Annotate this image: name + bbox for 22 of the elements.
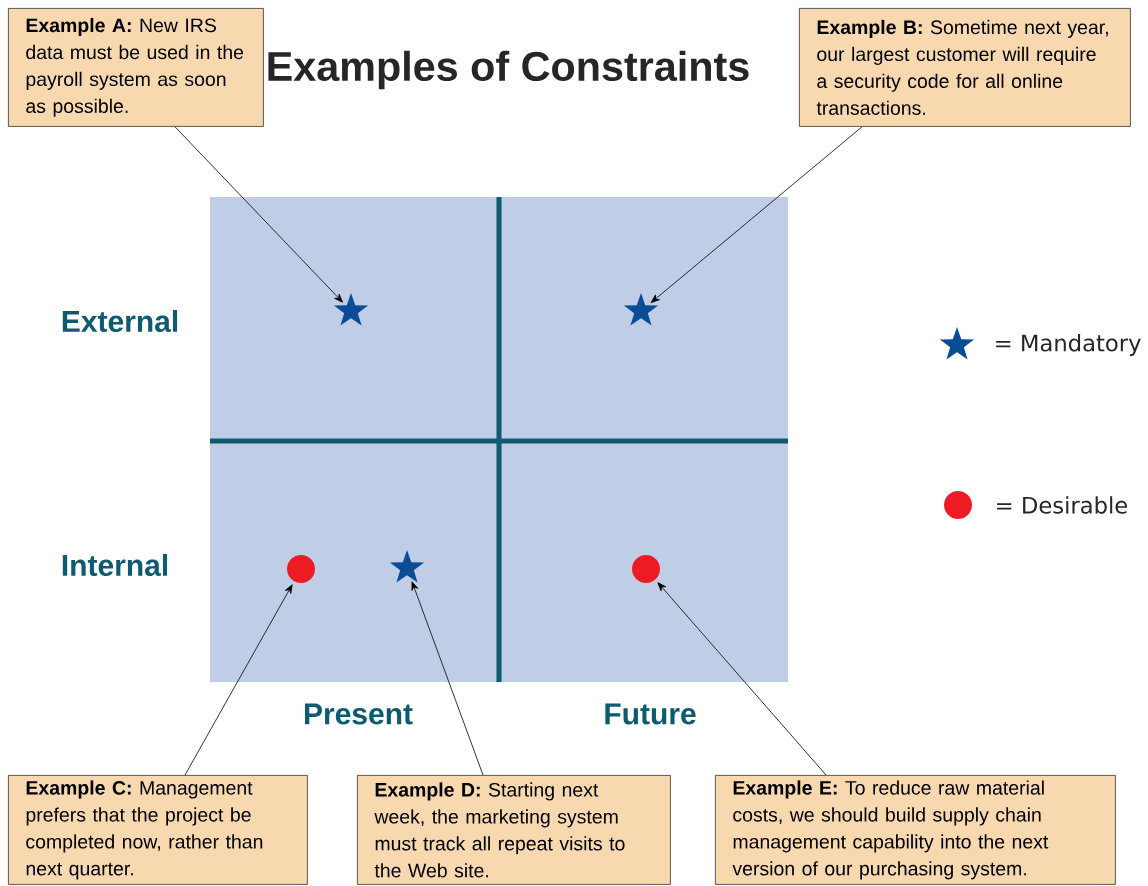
star-marker xyxy=(389,550,425,583)
example-box: Example B: Sometime next year, our largest customer will require a security code for all online transactions. xyxy=(799,8,1131,127)
axis-label: External xyxy=(62,310,178,332)
leader-arrow xyxy=(657,582,827,776)
axis-label: Future xyxy=(605,703,696,725)
legend-text: = Mandatory xyxy=(996,334,1141,356)
axis-label: Internal xyxy=(62,554,168,576)
star-marker xyxy=(333,293,369,326)
leader-arrow xyxy=(184,584,293,776)
example-box: Example A: New IRS data must be used in the payroll system as soon as possible. xyxy=(8,8,264,127)
leader-arrow xyxy=(174,126,343,303)
star-marker xyxy=(623,293,659,326)
example-box: Example C: Management prefers that the project be completed now, rather than next quarter. xyxy=(8,775,308,885)
example-box: Example D: Starting next week, the marketing system must track all repeat visits to the Web site. xyxy=(357,775,671,885)
circle-marker xyxy=(287,555,315,583)
leader-arrow xyxy=(411,581,484,776)
title: Examples of Constraints xyxy=(268,50,749,90)
circle-marker xyxy=(632,555,660,583)
example-box: Example E: To reduce raw material costs, we should build supply chain management capability into the next version of our purchasing system. xyxy=(715,775,1116,885)
axis-label: Present xyxy=(305,703,413,725)
legend-text: = Desirable xyxy=(997,496,1128,514)
leader-arrow xyxy=(650,126,863,303)
